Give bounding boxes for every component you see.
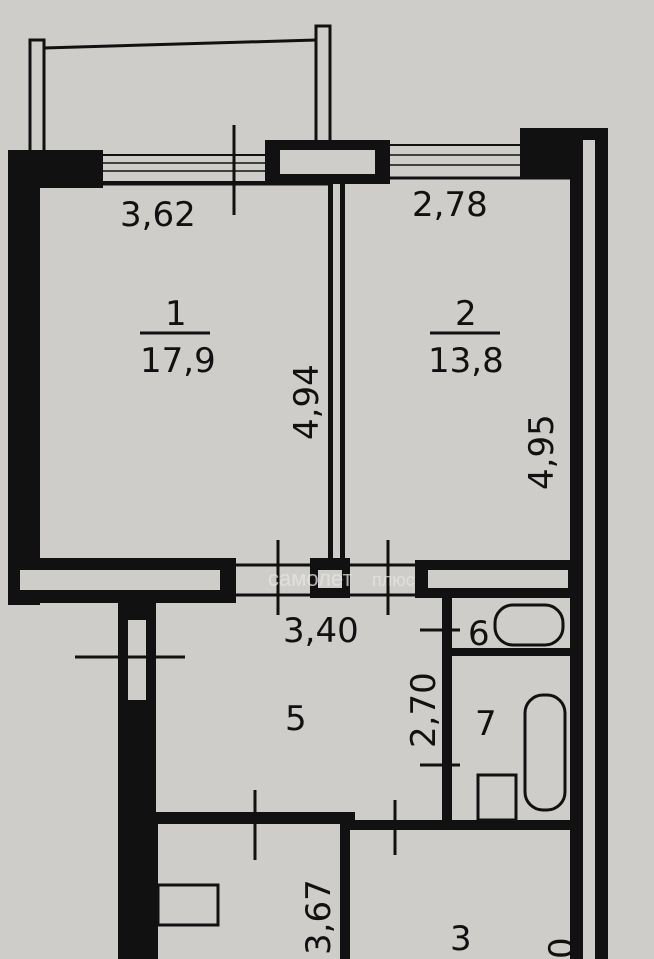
stove-icon: [156, 883, 220, 927]
hall-width: 3,40: [283, 611, 359, 651]
watermark-line-1: самолет: [268, 566, 353, 591]
room2-number: 2: [455, 294, 477, 334]
fixtures: [156, 603, 567, 927]
toilet-icon: [493, 603, 565, 647]
room5-number: 5: [285, 699, 307, 739]
room1-depth: 4,94: [287, 364, 327, 440]
room3-number: 3: [450, 919, 472, 959]
room1-number: 1: [165, 294, 187, 334]
room7-number: 7: [475, 704, 497, 744]
room1-width: 3,62: [120, 195, 196, 235]
room6-number: 6: [468, 614, 490, 654]
room2-width: 2,78: [412, 185, 488, 225]
room1-area: 17,9: [140, 341, 216, 381]
room3-dimension-partial: 0: [542, 937, 582, 959]
corridor-length: 3,67: [299, 879, 339, 955]
hall-depth: 2,70: [404, 672, 444, 748]
walls: [8, 128, 608, 959]
windows: [40, 125, 570, 860]
watermark-line-2: плюс: [372, 570, 415, 590]
sink-icon: [476, 773, 518, 822]
room2-depth: 4,95: [522, 414, 562, 490]
bathtub-icon: [523, 693, 567, 812]
room2-area: 13,8: [428, 341, 504, 381]
